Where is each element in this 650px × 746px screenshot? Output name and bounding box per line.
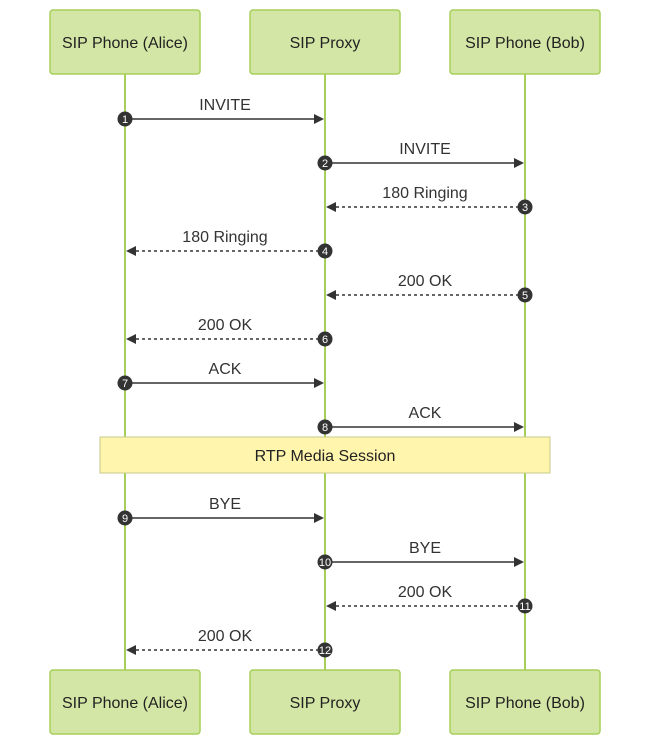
- participant-label: SIP Proxy: [290, 695, 361, 712]
- participant-box: [249, 669, 401, 735]
- sequence-number: 7: [122, 378, 128, 390]
- sequence-number: 8: [322, 422, 328, 434]
- arrowhead: [314, 378, 324, 388]
- participant-box: [249, 9, 401, 75]
- message-7: 7 ACK: [117, 361, 324, 391]
- message-10: 10 BYE: [317, 540, 524, 570]
- message-label: INVITE: [399, 141, 451, 158]
- sequence-number: 5: [522, 290, 528, 302]
- sequence-number: 11: [519, 601, 530, 613]
- participant-box: [449, 669, 601, 735]
- sequence-number-badge: [317, 243, 333, 259]
- sequence-number: 12: [319, 645, 331, 657]
- participant-box: [49, 669, 201, 735]
- sequence-number-badge: [317, 155, 333, 171]
- sequence-number: 2: [322, 158, 328, 170]
- participant-box: [449, 9, 601, 75]
- message-6: 6 200 OK: [126, 317, 333, 347]
- arrowhead: [514, 422, 524, 432]
- sequence-number-badge: [517, 598, 533, 614]
- message-label: 180 Ringing: [182, 229, 267, 246]
- message-label: 200 OK: [198, 628, 253, 645]
- message-12: 12 200 OK: [126, 628, 333, 658]
- sequence-number-badge: [117, 510, 133, 526]
- sequence-number: 9: [122, 513, 128, 525]
- rtp-note: RTP Media Session: [99, 436, 551, 474]
- participant-label: SIP Phone (Bob): [465, 695, 585, 712]
- lifelines: [124, 74, 526, 670]
- message-label: 200 OK: [398, 273, 453, 290]
- arrowhead: [326, 290, 336, 300]
- note-box: [99, 436, 551, 474]
- arrowhead: [326, 202, 336, 212]
- participant-bob-bottom: SIP Phone (Bob): [449, 669, 601, 735]
- message-5: 5 200 OK: [326, 273, 533, 303]
- participant-bob-top: SIP Phone (Bob): [449, 9, 601, 75]
- message-label: BYE: [409, 540, 441, 557]
- arrowhead: [314, 114, 324, 124]
- message-label: 180 Ringing: [382, 185, 467, 202]
- arrowhead: [514, 158, 524, 168]
- participant-alice-top: SIP Phone (Alice): [49, 9, 201, 75]
- participant-label: SIP Phone (Bob): [465, 35, 585, 52]
- sequence-number: 6: [322, 334, 328, 346]
- message-label: ACK: [209, 361, 242, 378]
- participant-label: SIP Phone (Alice): [62, 695, 188, 712]
- participant-proxy-bottom: SIP Proxy: [249, 669, 401, 735]
- note-label: RTP Media Session: [255, 448, 396, 465]
- message-label: ACK: [409, 405, 442, 422]
- arrowhead: [126, 645, 136, 655]
- participant-box: [49, 9, 201, 75]
- participants-bottom: SIP Phone (Alice) SIP Proxy SIP Phone (Bob…: [49, 669, 601, 735]
- participant-alice-bottom: SIP Phone (Alice): [49, 669, 201, 735]
- message-label: 200 OK: [198, 317, 253, 334]
- message-label: 200 OK: [398, 584, 453, 601]
- sequence-number: 3: [522, 202, 528, 214]
- participant-proxy-top: SIP Proxy: [249, 9, 401, 75]
- message-8: 8 ACK: [317, 405, 524, 435]
- sequence-number-badge: [317, 331, 333, 347]
- sequence-number-badge: [317, 419, 333, 435]
- message-9: 9 BYE: [117, 496, 324, 526]
- message-11: 11 200 OK: [326, 584, 533, 614]
- message-label: INVITE: [199, 97, 251, 114]
- sequence-number-badge: [317, 554, 333, 570]
- participant-label: SIP Phone (Alice): [62, 35, 188, 52]
- message-3: 3 180 Ringing: [326, 185, 533, 215]
- sequence-number-badge: [517, 199, 533, 215]
- sequence-number-badge: [117, 111, 133, 127]
- message-label: BYE: [209, 496, 241, 513]
- sequence-number-badge: [517, 287, 533, 303]
- arrowhead: [126, 246, 136, 256]
- sequence-number: 1: [122, 114, 128, 126]
- arrowhead: [126, 334, 136, 344]
- arrowhead: [514, 557, 524, 567]
- sequence-number: 10: [319, 557, 331, 569]
- sequence-number-badge: [117, 375, 133, 391]
- participants-top: SIP Phone (Alice) SIP Proxy SIP Phone (Bob…: [49, 9, 601, 75]
- arrowhead: [314, 513, 324, 523]
- arrowhead: [326, 601, 336, 611]
- sequence-number-badge: [317, 642, 333, 658]
- sequence-number: 4: [322, 246, 328, 258]
- message-4: 4 180 Ringing: [126, 229, 333, 259]
- participant-label: SIP Proxy: [290, 35, 361, 52]
- message-1: 1 INVITE: [117, 97, 324, 127]
- message-2: 2 INVITE: [317, 141, 524, 171]
